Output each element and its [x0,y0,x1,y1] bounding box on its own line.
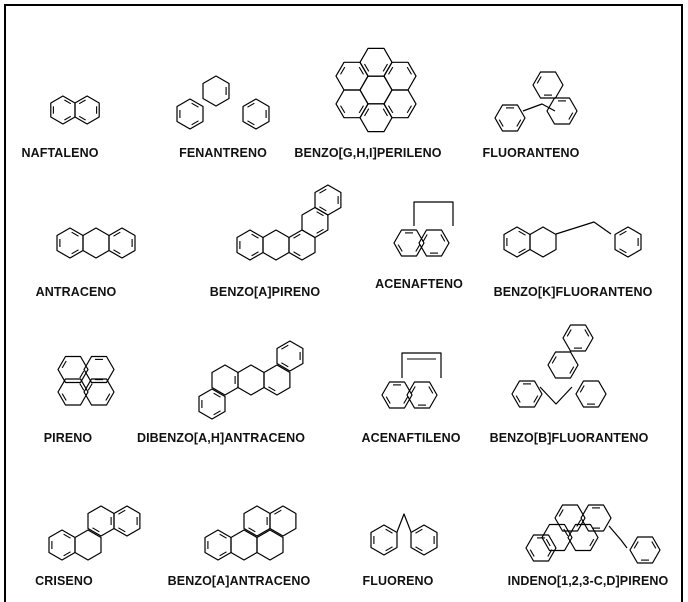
label-acenafteno: ACENAFTENO [375,277,463,291]
structure-dibenzo-ah-antraceno [198,340,304,420]
structure-criseno [48,505,141,561]
structure-fluoreno [370,513,438,556]
label-dibenzo-ah-antraceno: DIBENZO[A,H]ANTRACENO [136,431,306,445]
label-indeno-123cd-pireno: INDENO[1,2,3-C,D]PIRENO [507,574,669,588]
structure-pireno [57,355,115,406]
structure-acenafteno [393,201,454,257]
structure-benzo-ghi-perileno [335,47,417,133]
structure-antraceno [56,227,136,259]
structure-fenantreno [176,75,270,130]
structure-benzo-b-fluoranteno [511,324,607,408]
structure-fluoranteno [494,71,578,132]
structure-acenaftileno [381,352,442,409]
structure-indeno-123cd-pireno [525,504,661,564]
label-criseno: CRISENO [35,574,93,588]
label-fluoranteno: FLUORANTENO [482,146,580,160]
label-pireno: PIRENO [43,431,93,445]
label-acenaftileno: ACENAFTILENO [361,431,461,445]
structure-benzo-a-antraceno [204,505,297,561]
label-fluoreno: FLUORENO [362,574,434,588]
label-benzo-k-fluoranteno: BENZO[K]FLUORANTENO [493,285,653,299]
label-benzo-b-fluoranteno: BENZO[B]FLUORANTENO [489,431,649,445]
label-benzo-ghi-perileno: BENZO[G,H,I]PERILENO [294,146,442,160]
label-fenantreno: FENANTRENO [179,146,267,160]
figure-border [4,4,683,602]
structure-benzo-a-pireno [236,184,342,261]
label-naftaleno: NAFTALENO [21,146,99,160]
label-antraceno: ANTRACENO [35,285,117,299]
label-benzo-a-pireno: BENZO[A]PIRENO [209,285,321,299]
structure-benzo-k-fluoranteno [503,221,642,258]
label-benzo-a-antraceno: BENZO[A]ANTRACENO [167,574,311,588]
structure-naftaleno [50,95,100,125]
